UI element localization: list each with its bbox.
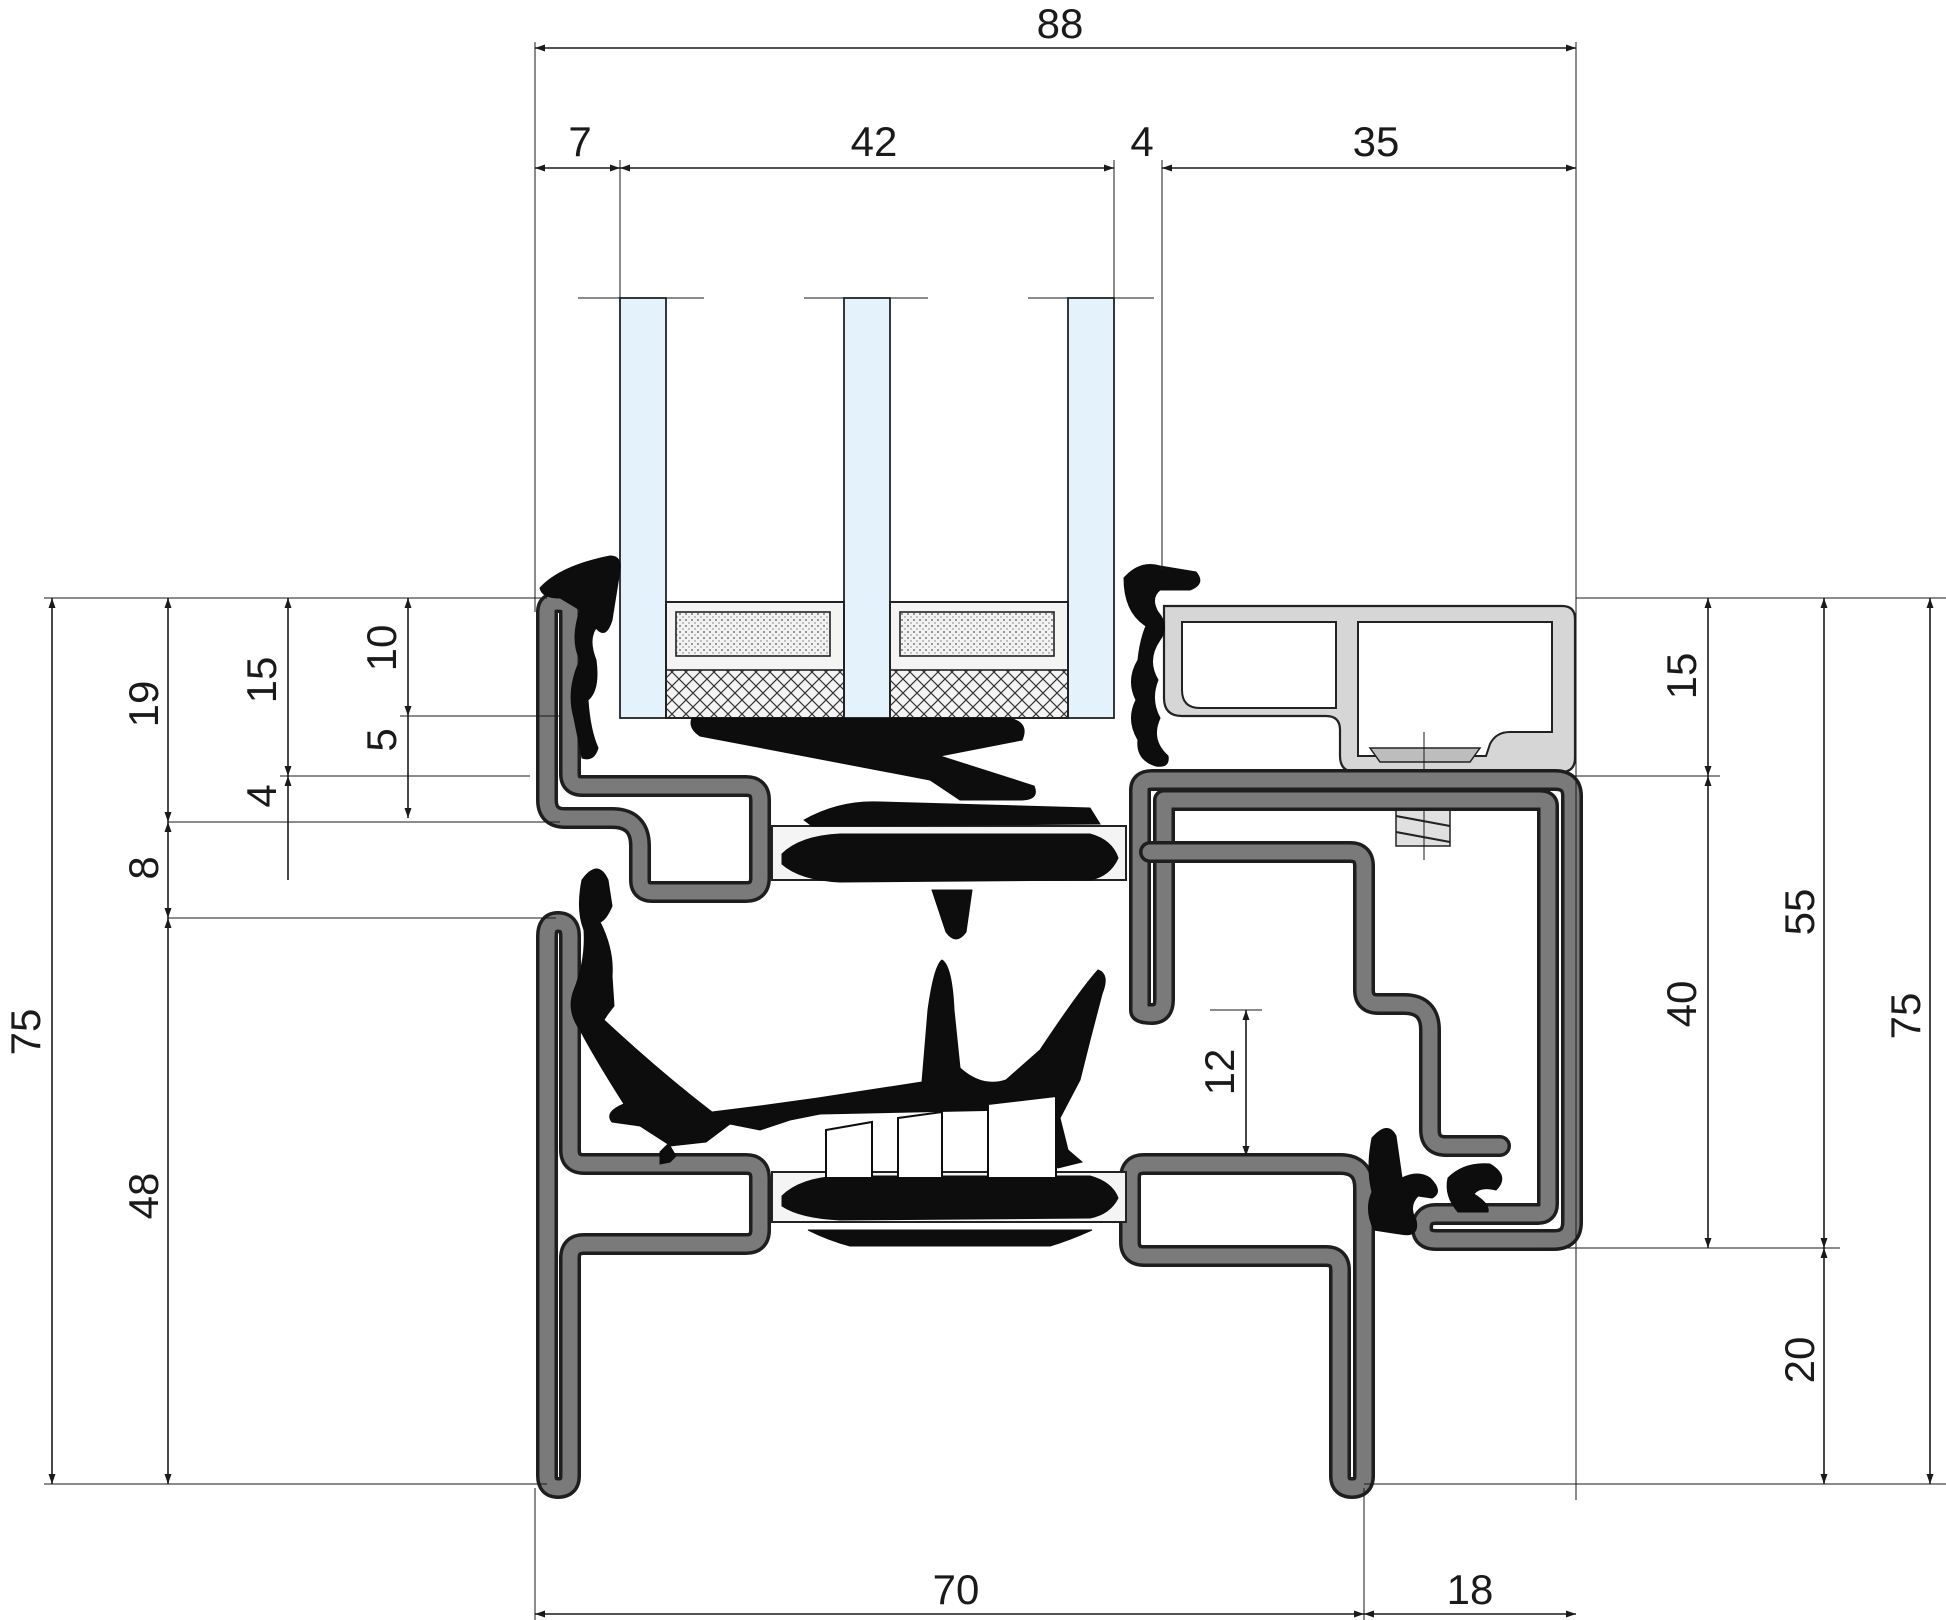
- dim-step: 4: [238, 784, 285, 807]
- sash-inner-chamber-fill: [1132, 772, 1580, 1248]
- dim-left-offset: 7: [568, 118, 591, 165]
- inner-stop-gasket: [1368, 1128, 1438, 1236]
- dim-right-overall: 75: [1882, 993, 1929, 1040]
- dim-upper-gap: 10: [358, 625, 405, 672]
- secondary-seal-inner: [889, 669, 1069, 719]
- sash-inner-web: [1139, 841, 1511, 1157]
- dim-gasket-gap: 12: [1196, 1049, 1243, 1096]
- dim-projection: 18: [1447, 1566, 1494, 1613]
- glazing-bead: [1162, 604, 1577, 860]
- sash-centre-seal: [803, 801, 1101, 827]
- dim-sash-rebate: 19: [120, 681, 167, 728]
- secondary-seal-outer: [665, 669, 845, 719]
- glazing-unit: [578, 297, 1154, 719]
- dim-bead: 35: [1353, 118, 1400, 165]
- dim-sash-total: 55: [1776, 889, 1823, 936]
- screw-head: [1368, 747, 1482, 763]
- inner-glazing-gasket: [1123, 564, 1201, 767]
- outer-glazing-gasket: [539, 555, 621, 760]
- extension-lines: [44, 42, 1946, 1620]
- sash-profile: [536, 591, 1583, 1251]
- sash-inner-web-fill: [1142, 844, 1508, 1154]
- glass-pane-middle: [843, 297, 891, 719]
- frame-thermal-insert: [781, 1175, 1119, 1221]
- frame-insert-base: [807, 1229, 1093, 1247]
- frame-inner-leg-fill: [1122, 1156, 1372, 1496]
- desiccant-spacer-outer: [675, 611, 831, 657]
- sash-thermal-insert: [781, 833, 1119, 883]
- dim-lower-gap: 5: [358, 728, 405, 751]
- glazing-bead-chamber-right: [1357, 621, 1553, 757]
- glazing-bead-chamber-left: [1181, 621, 1337, 709]
- dim-bead-gap: 4: [1130, 118, 1153, 165]
- glass-pane-outer: [619, 297, 667, 719]
- dim-glass-edge: 15: [238, 657, 285, 704]
- dimension-lines: [48, 44, 1934, 1618]
- inner-stop-gasket-lip: [1446, 1163, 1503, 1213]
- dim-bead-height: 15: [1658, 653, 1705, 700]
- dim-frame-projection: 20: [1776, 1337, 1823, 1384]
- dim-sash-depth: 40: [1658, 981, 1705, 1028]
- dim-left-overall: 75: [2, 1009, 49, 1056]
- centre-seal-gasket: [570, 868, 1106, 1169]
- dim-frame-depth: 48: [120, 1173, 167, 1220]
- dim-frame: 70: [933, 1566, 980, 1613]
- dim-glazing: 42: [851, 118, 898, 165]
- centre-seal-chambers: [825, 1094, 1057, 1179]
- sash-insert-fin: [931, 889, 973, 940]
- desiccant-spacer-inner: [899, 611, 1055, 657]
- glass-pane-inner: [1067, 297, 1115, 719]
- frame-inner-leg: [1119, 1153, 1375, 1499]
- dim-overlap: 8: [120, 856, 167, 879]
- spacer-support-block: [690, 717, 1036, 801]
- gaskets: [539, 555, 1503, 1236]
- frame-profile: [536, 911, 1375, 1499]
- frame-outer-leg-fill: [539, 914, 768, 1496]
- sash-outer-chamber-fill: [539, 594, 768, 900]
- dim-overall-width: 88: [1037, 0, 1084, 47]
